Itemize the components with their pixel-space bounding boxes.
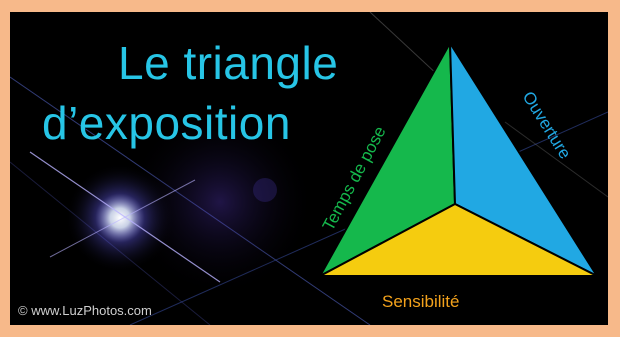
light-streak-4	[504, 121, 608, 198]
poster-panel: Temps de pose Ouverture Sensibilité Le t…	[10, 12, 608, 325]
flare-ray-2	[49, 179, 196, 258]
copyright-watermark: © www.LuzPhotos.com	[18, 303, 152, 318]
lens-flare	[65, 163, 175, 273]
label-ouverture: Ouverture	[519, 88, 575, 162]
triangle-face-bottom	[319, 202, 598, 277]
exposure-triangle-diagram: Temps de pose Ouverture Sensibilité	[10, 12, 608, 325]
flare-orb	[253, 178, 277, 202]
title-line-2: d’exposition	[42, 97, 291, 149]
title-line-1: Le triangle	[118, 37, 339, 89]
label-sensibilite: Sensibilité	[382, 292, 460, 311]
